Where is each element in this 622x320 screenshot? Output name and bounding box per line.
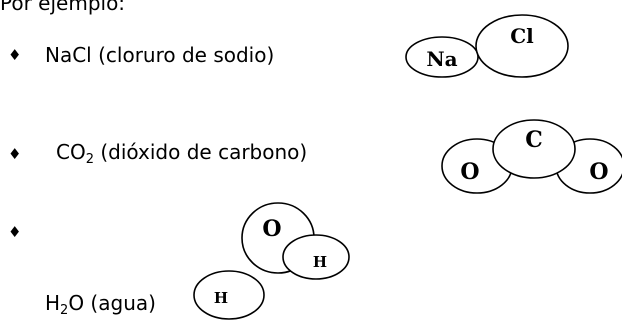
atom-h-lower-ellipse bbox=[193, 270, 265, 320]
h2o-molecule-diagram: O H H bbox=[193, 202, 350, 320]
atom-c-ellipse bbox=[492, 119, 576, 179]
atom-c-label: C bbox=[525, 127, 543, 153]
atom-o-right-label: O bbox=[589, 159, 608, 185]
formula-subscript: 2 bbox=[85, 152, 94, 167]
co2-molecule-diagram: O C O bbox=[441, 119, 622, 194]
heading: Por ejemplo: bbox=[0, 0, 126, 15]
atom-h-upper-label: H bbox=[313, 253, 327, 271]
description: (agua) bbox=[84, 291, 156, 315]
atom-o-left-label: O bbox=[460, 159, 479, 185]
atom-cl-ellipse bbox=[475, 14, 569, 78]
atom-na-label: Na bbox=[426, 47, 457, 71]
formula-rest: O bbox=[68, 291, 85, 315]
atom-h-lower-label: H bbox=[214, 289, 228, 307]
bullet-icon: ♦ bbox=[8, 145, 22, 163]
bullet-icon: ♦ bbox=[8, 46, 22, 64]
bullet-icon: ♦ bbox=[8, 223, 22, 241]
nacl-molecule-diagram: Na Cl bbox=[405, 14, 569, 78]
atom-h-upper-ellipse bbox=[282, 234, 350, 280]
description: (dióxido de carbono) bbox=[94, 140, 308, 164]
item-nacl-text: NaCl (cloruro de sodio) bbox=[45, 43, 274, 67]
item-h2o-text: H2O (agua) bbox=[45, 291, 156, 318]
formula: H bbox=[45, 291, 61, 315]
item-co2-text: CO2 (dióxido de carbono) bbox=[56, 140, 308, 167]
description: (cloruro de sodio) bbox=[91, 43, 275, 67]
atom-o-label: O bbox=[262, 216, 281, 242]
formula-subscript: 2 bbox=[60, 303, 69, 318]
atom-cl-label: Cl bbox=[510, 24, 534, 48]
formula: NaCl bbox=[45, 43, 92, 67]
formula: CO bbox=[56, 140, 86, 164]
